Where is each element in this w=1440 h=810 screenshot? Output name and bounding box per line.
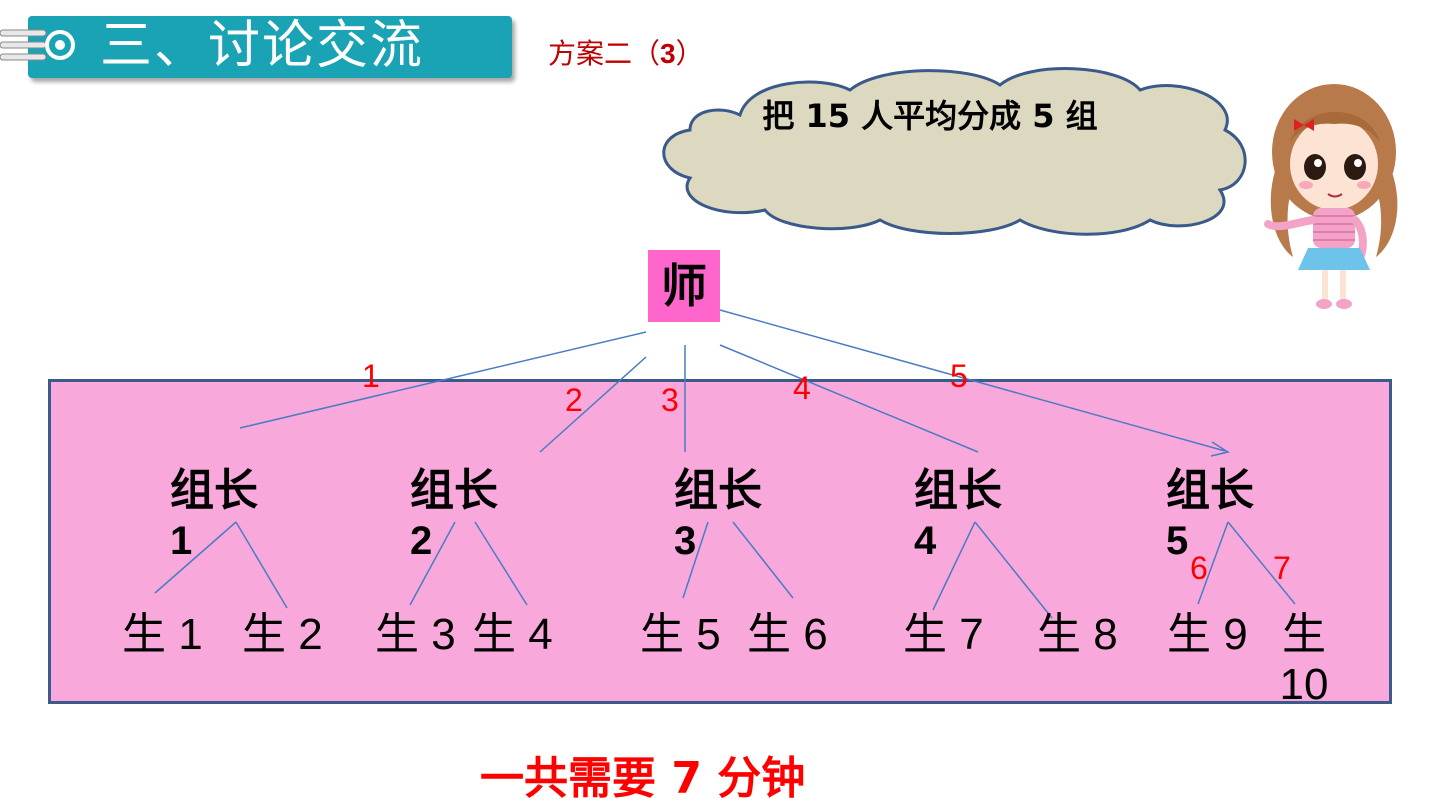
- line-leader2-student4: [474, 521, 528, 606]
- menu-fork-icon: [0, 29, 75, 61]
- line-teacher-leader-1: [239, 331, 647, 429]
- line-leader1-student1: [154, 521, 237, 594]
- line-leader5-student9: [1197, 521, 1229, 605]
- total-time: 一共需要 7 分钟: [480, 753, 806, 804]
- plan-label: 方案二（3）: [548, 37, 704, 70]
- cloud-bubble: [662, 67, 1247, 236]
- line-leader4-student7: [932, 521, 976, 611]
- student-label: 生 9: [1167, 610, 1248, 659]
- student-label: 生 10: [1279, 610, 1329, 709]
- arrowhead: [1210, 441, 1230, 457]
- teacher-label: 师: [661, 259, 707, 313]
- step-number: 5: [950, 358, 968, 394]
- step-number: 3: [661, 382, 679, 418]
- line-teacher-leader-2: [539, 356, 647, 453]
- student-label: 生 8: [1037, 610, 1118, 659]
- cloud-text: 把 15 人平均分成 5 组: [762, 97, 1098, 135]
- section-header: [28, 16, 512, 78]
- line-leader5-student10: [1227, 521, 1296, 605]
- line-leader1-student2: [235, 521, 288, 609]
- line-leader3-student6: [732, 521, 794, 599]
- student-label: 生 6: [747, 610, 828, 659]
- student-label: 生 2: [242, 610, 323, 659]
- group-area: [48, 379, 1392, 704]
- teacher-box: [648, 250, 720, 322]
- line-teacher-leader-4: [719, 344, 979, 453]
- student-label: 生 4: [472, 610, 553, 659]
- section-title: 三、讨论交流: [100, 16, 425, 76]
- step-number: 4: [793, 370, 811, 406]
- line-leader2-student3: [409, 521, 456, 606]
- line-teacher-leader-5: [719, 309, 1226, 452]
- step-number: 2: [565, 382, 583, 418]
- step-number: 1: [362, 358, 380, 394]
- student-label: 生 3: [375, 610, 456, 659]
- step-number: 6: [1190, 550, 1208, 586]
- girl-illustration: [1264, 84, 1398, 309]
- student-label: 生 7: [903, 610, 984, 659]
- line-leader4-student8: [974, 521, 1053, 619]
- student-label: 生 1: [122, 610, 203, 659]
- student-label: 生 5: [640, 610, 721, 659]
- line-leader3-student5: [682, 521, 709, 599]
- step-number: 7: [1273, 550, 1291, 586]
